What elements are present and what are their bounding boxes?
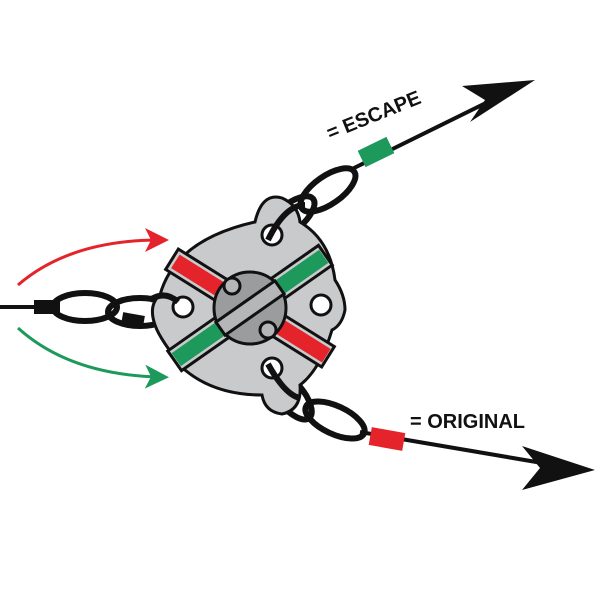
arrow-original-icon bbox=[522, 446, 595, 490]
left-rope bbox=[0, 290, 175, 329]
hole-right bbox=[309, 293, 333, 317]
swivel-plate bbox=[150, 195, 347, 416]
red-sleeve bbox=[368, 427, 406, 451]
escape-line bbox=[262, 80, 535, 243]
green-sleeve bbox=[357, 136, 395, 168]
escape-label: = ESCAPE bbox=[324, 87, 424, 145]
arrow-escape-icon bbox=[462, 80, 535, 122]
curved-arrow-red-icon bbox=[17, 228, 169, 287]
curved-arrow-green-icon bbox=[16, 326, 169, 389]
original-label: = ORIGINAL bbox=[410, 411, 525, 433]
